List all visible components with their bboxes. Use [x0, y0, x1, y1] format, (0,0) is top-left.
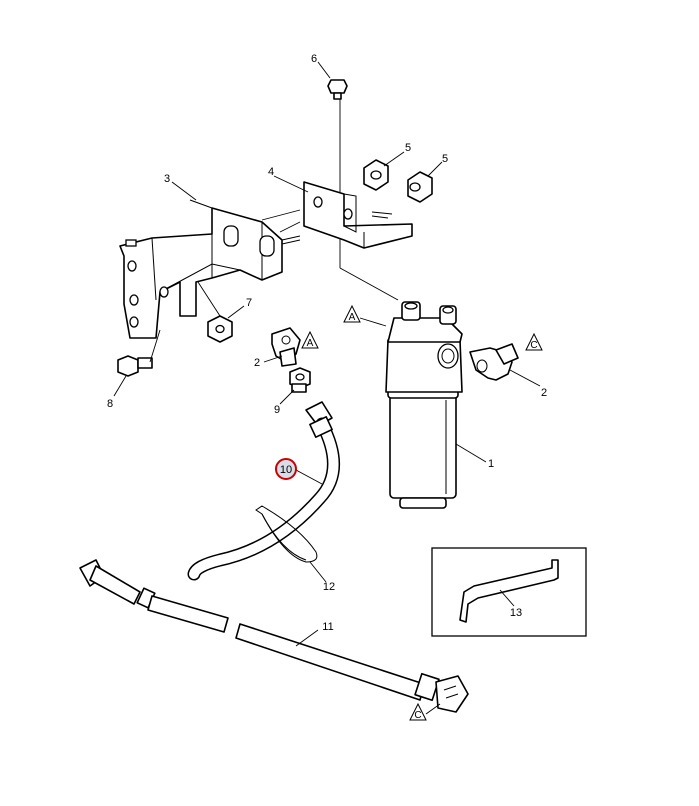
nut-5-right [407, 171, 433, 203]
callout-3: 3 [164, 173, 170, 185]
nut-7 [197, 281, 233, 343]
callout-13: 13 [510, 607, 522, 619]
bolt-6 [327, 79, 399, 301]
adapter-9 [289, 367, 311, 393]
svg-text:C: C [414, 710, 421, 721]
callout-2-left: 2 [254, 357, 260, 369]
svg-text:A: A [349, 312, 356, 323]
ref-tag-c-hose: C [409, 702, 441, 721]
callout-12: 12 [323, 581, 335, 593]
inset-box [431, 547, 587, 637]
ref-tag-a-fitting: A [301, 330, 319, 349]
callout-numbers: 6 5 5 4 3 7 2 2 8 9 1 10 12 11 13 [107, 53, 547, 633]
callout-11: 11 [322, 621, 333, 633]
svg-text:C: C [530, 340, 537, 351]
callout-10[interactable]: 10 [280, 464, 292, 476]
callout-1: 1 [488, 458, 494, 470]
highlight-ring [275, 458, 297, 480]
clamp-12 [255, 505, 318, 563]
hose-11 [79, 559, 469, 713]
bolt-8 [117, 329, 161, 377]
ref-tag-a-filter: A [343, 304, 387, 327]
callout-5-right: 5 [442, 153, 448, 165]
callout-leaders [113, 61, 541, 647]
nut-5-left [363, 159, 389, 191]
callout-2-right: 2 [541, 387, 547, 399]
hose-10 [187, 401, 340, 581]
callout-9: 9 [274, 404, 280, 416]
callout-8: 8 [107, 398, 113, 410]
svg-text:A: A [307, 338, 314, 349]
bracket-4 [261, 181, 413, 249]
elbow-fitting-2-left [271, 327, 301, 367]
callout-4: 4 [268, 166, 274, 178]
elbow-fitting-2-right [469, 343, 519, 381]
callout-6: 6 [311, 53, 317, 65]
ref-tag-c-filter: C [525, 332, 543, 351]
callout-7: 7 [246, 297, 252, 309]
bracket-3 [119, 199, 301, 339]
filter-assembly-1 [385, 301, 463, 509]
callout-5-left: 5 [405, 142, 411, 154]
